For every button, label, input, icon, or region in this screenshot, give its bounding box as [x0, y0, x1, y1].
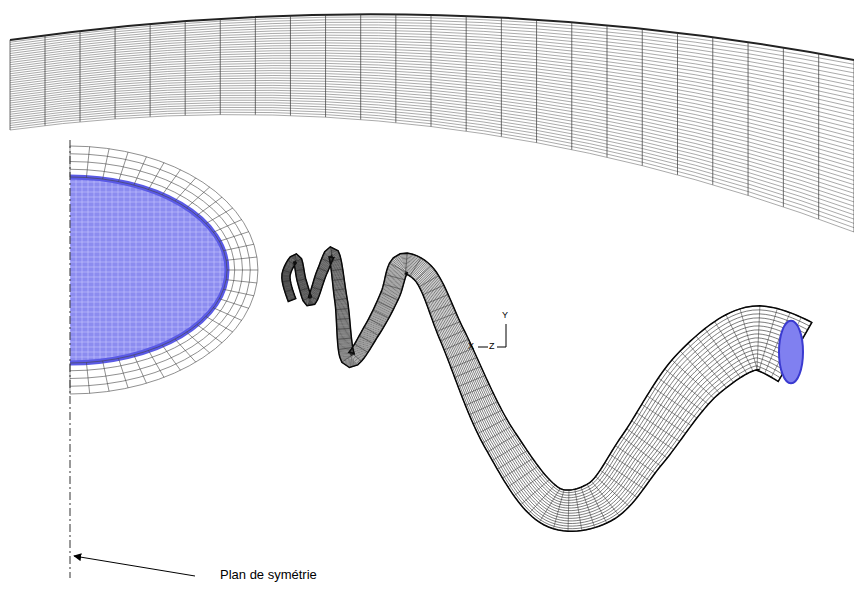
leader-arrow [74, 556, 195, 576]
caption-label: Plan de symétrie [220, 568, 317, 581]
axis-label: Z [489, 342, 495, 351]
axis-label: X [468, 342, 474, 351]
half-disc-mesh [70, 146, 258, 394]
tube-mesh [282, 247, 812, 531]
symmetry-line [70, 140, 71, 578]
axis-label: Y [502, 311, 508, 320]
